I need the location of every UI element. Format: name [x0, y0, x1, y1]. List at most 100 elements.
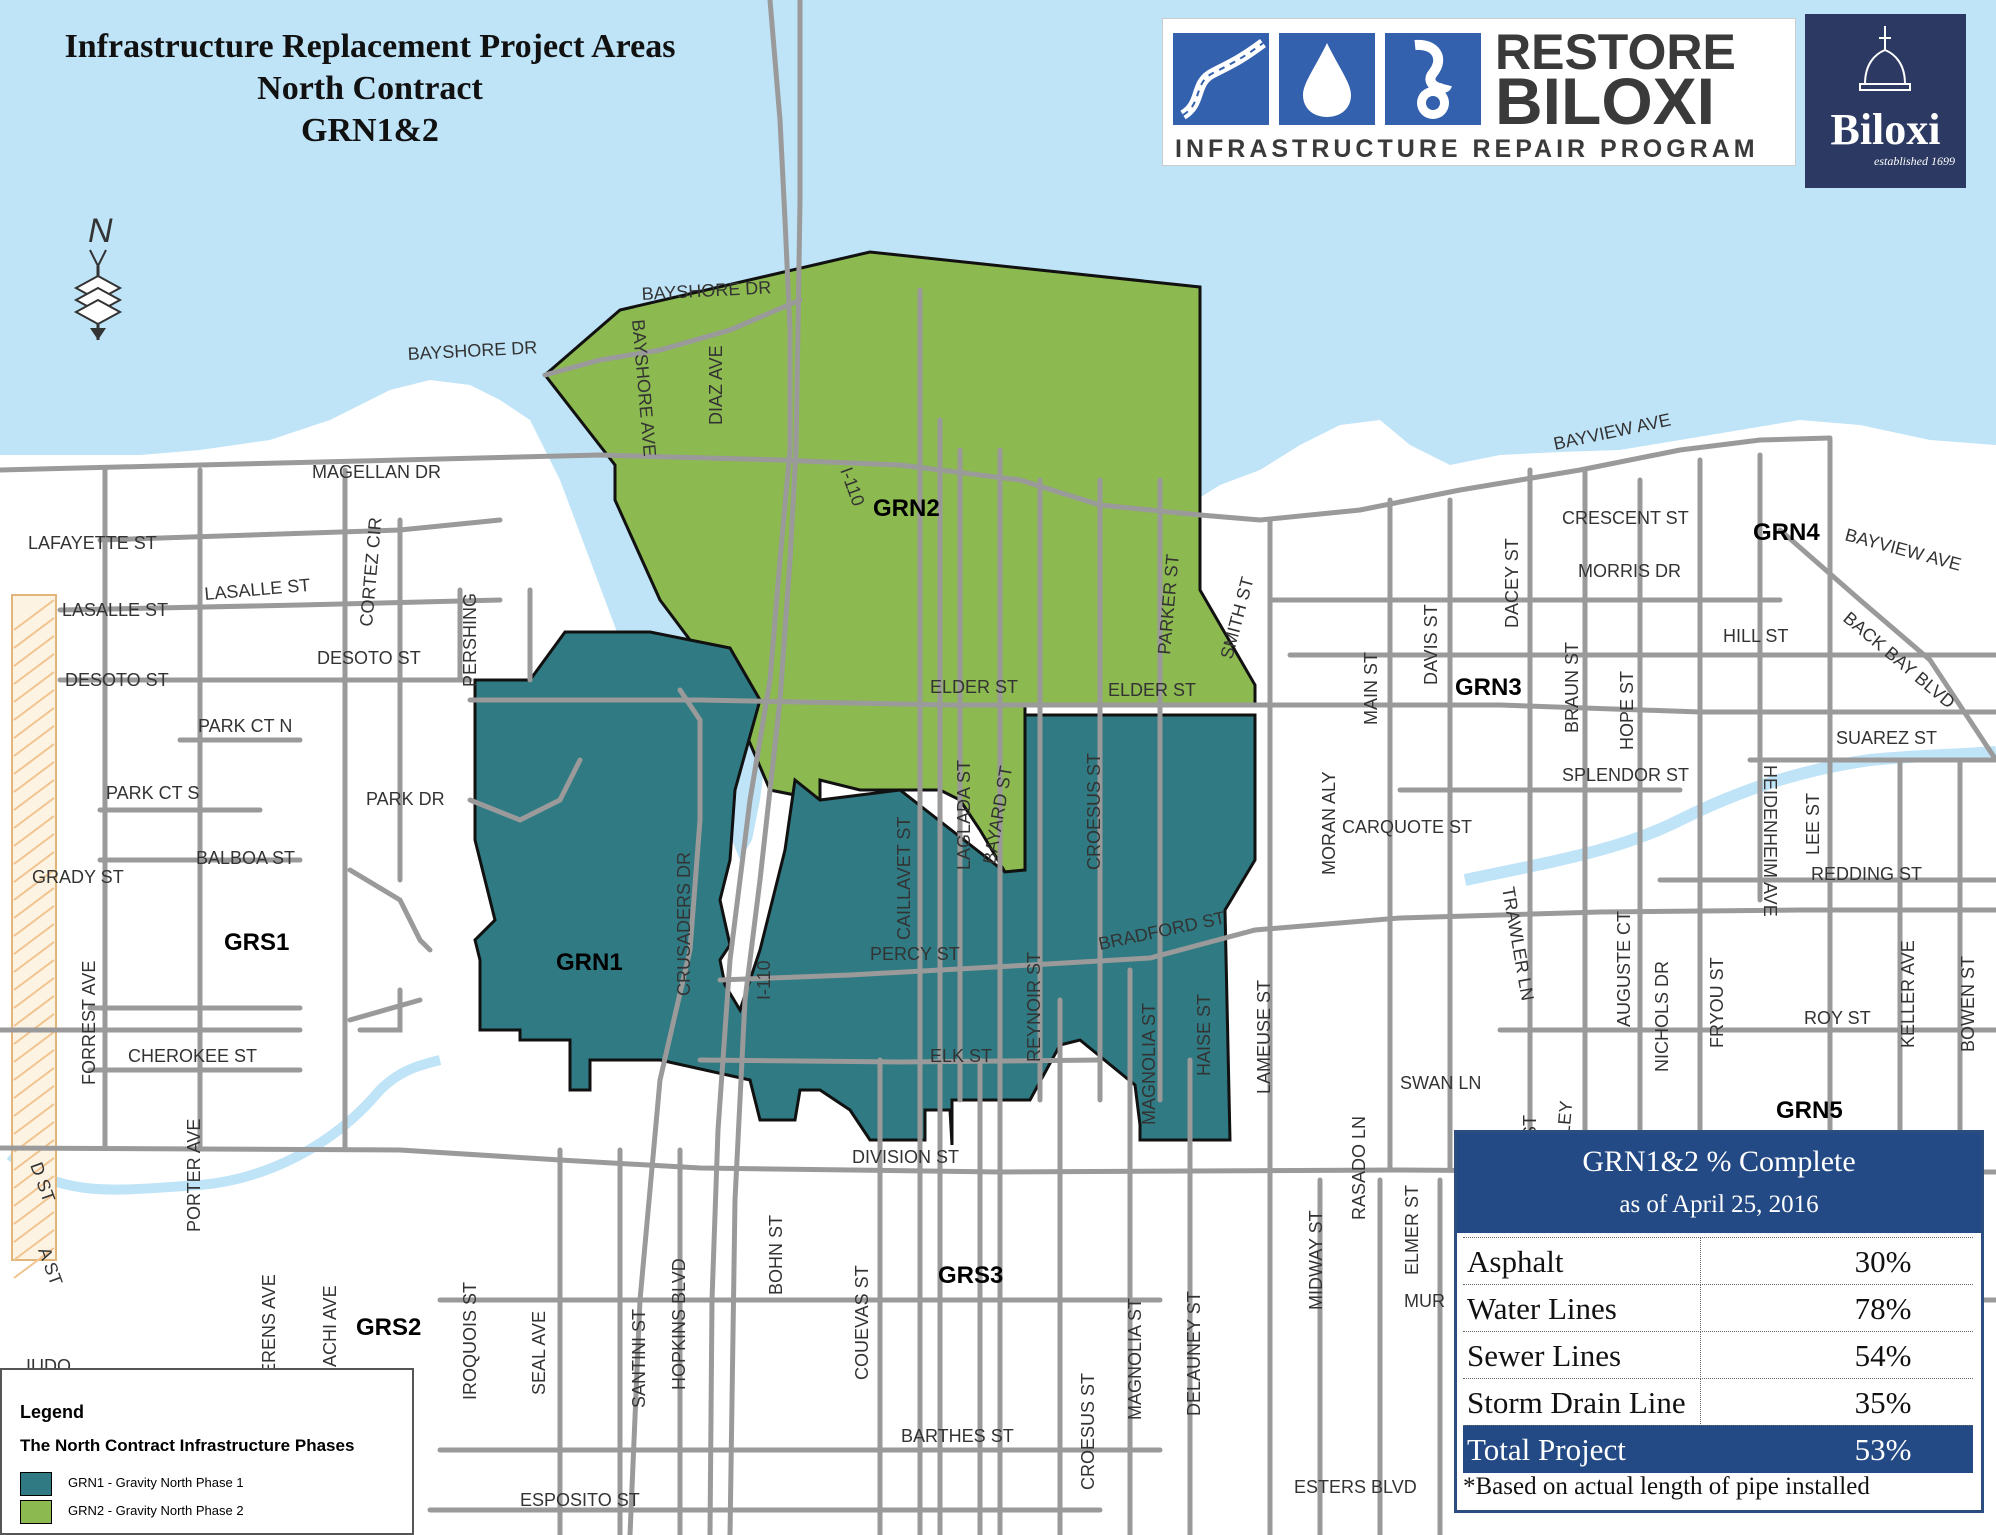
area-label-grs2: GRS2 [356, 1314, 421, 1341]
street-label: DACEY ST [1502, 538, 1522, 628]
street-label: SWAN LN [1400, 1073, 1481, 1093]
north-arrow-label: N [88, 212, 113, 250]
street-label: ELDER ST [930, 677, 1018, 697]
water-drop-icon [1279, 33, 1375, 125]
progress-value: 78% [1854, 1291, 1912, 1326]
street-label: RASADO LN [1349, 1116, 1369, 1220]
progress-label: Water Lines [1467, 1291, 1617, 1326]
street-label: CARQUOTE ST [1342, 817, 1472, 837]
street-label: CROESUS ST [1084, 753, 1104, 870]
street-label: ELDER ST [1108, 680, 1196, 700]
street-label: LAMEUSE ST [1254, 980, 1274, 1094]
street-label: CROESUS ST [1078, 1373, 1098, 1490]
street-label: ROY ST [1804, 1008, 1871, 1028]
street-label: BAYVIEW AVE [1843, 525, 1963, 575]
progress-total-label: Total Project [1467, 1432, 1626, 1467]
street-label: MAIN ST [1361, 652, 1381, 725]
street-label: ESTERS BLVD [1294, 1477, 1417, 1497]
street-label: DELAUNEY ST [1184, 1291, 1204, 1416]
street-label: HILL ST [1723, 626, 1788, 646]
road-segment [97, 517, 503, 543]
road-segment [0, 435, 1833, 523]
area-label-grs1: GRS1 [224, 929, 289, 956]
street-label: DAVIS ST [1421, 604, 1441, 685]
street-label: LASALLE ST [62, 600, 168, 620]
progress-header: GRN1&2 % Complete as of April 25, 2016 [1457, 1133, 1981, 1233]
street-label: SEAL AVE [529, 1311, 549, 1395]
street-label: BRAUN ST [1562, 642, 1582, 733]
progress-value: 30% [1854, 1244, 1912, 1279]
progress-value: 35% [1854, 1385, 1912, 1420]
street-label: HOPE ST [1617, 671, 1637, 750]
area-label-grn3: GRN3 [1455, 674, 1522, 701]
street-label: DIAZ AVE [706, 345, 726, 425]
street-label: MIDWAY ST [1306, 1210, 1326, 1310]
street-label: SUAREZ ST [1836, 728, 1937, 748]
street-label: MAGNOLIA ST [1125, 1298, 1145, 1420]
city-name: Biloxi [1830, 105, 1941, 154]
street-label: ELMER ST [1402, 1185, 1422, 1275]
road-segment [347, 867, 433, 953]
road-segment [717, 907, 1996, 983]
street-label: DIVISION ST [852, 1147, 959, 1167]
street-label: BARTHES ST [901, 1426, 1014, 1446]
street-label: CHEROKEE ST [128, 1046, 257, 1066]
street-label: KELLER AVE [1898, 940, 1918, 1048]
street-label: SPLENDOR ST [1562, 765, 1689, 785]
street-label: NACHI AVE [320, 1285, 340, 1380]
map-title: Infrastructure Replacement Project Areas… [60, 26, 680, 152]
street-label: MORAN ALY [1319, 771, 1339, 875]
road-segment [1777, 527, 1996, 763]
street-label: SMITH ST [1217, 575, 1258, 661]
street-label: AUGUSTE CT [1614, 911, 1634, 1027]
progress-row-sewer: Sewer Lines 54% [1463, 1331, 1973, 1379]
street-label: BOHN ST [766, 1215, 786, 1295]
legend-swatch-grn2 [20, 1500, 52, 1524]
street-label: PORTER AVE [184, 1119, 204, 1232]
street-label: PERSHING [460, 593, 480, 687]
progress-value: 54% [1854, 1338, 1912, 1373]
city-badge: Biloxi established 1699 [1805, 14, 1966, 188]
progress-label: Asphalt [1467, 1244, 1564, 1279]
progress-note: *Based on actual length of pipe installe… [1463, 1473, 1870, 1500]
street-label: LAFAYETTE ST [28, 533, 157, 553]
street-label: HAISE ST [1194, 994, 1214, 1076]
street-label: I-110 [754, 960, 774, 1000]
map-title-line3: GRN1&2 [301, 112, 439, 149]
street-label: PARK DR [366, 789, 445, 809]
street-label: REYNOIR ST [1024, 952, 1044, 1062]
grn2-area[interactable] [542, 250, 1257, 874]
progress-label: Storm Drain Line [1467, 1385, 1686, 1420]
street-label: PERCY ST [870, 944, 960, 964]
area-label-grs3: GRS3 [938, 1262, 1003, 1289]
street-label: ERENS AVE [259, 1274, 279, 1375]
logo-tagline: INFRASTRUCTURE REPAIR PROGRAM [1175, 135, 1759, 163]
logo-word-restore: RESTORE [1495, 24, 1736, 80]
road-segment [707, 0, 793, 1535]
street-label: ELK ST [930, 1046, 992, 1066]
street-label: BOWEN ST [1958, 956, 1978, 1052]
legend-label-grn1: GRN1 - Gravity North Phase 1 [68, 1475, 244, 1490]
area-label-grn1: GRN1 [556, 949, 623, 976]
street-label: BACK BAY BLVD [1839, 608, 1958, 713]
area-label-grn2: GRN2 [873, 495, 940, 522]
road-segment [57, 597, 503, 613]
area-label-grn5: GRN5 [1776, 1097, 1843, 1124]
legend-subtitle: The North Contract Infrastructure Phases [20, 1436, 355, 1455]
street-label: MORRIS DR [1578, 561, 1681, 581]
street-label: SANTINI ST [629, 1309, 649, 1408]
road-segment [467, 757, 583, 823]
progress-row-total: Total Project 53% [1463, 1425, 1973, 1473]
progress-row-water: Water Lines 78% [1463, 1284, 1973, 1332]
street-label: MUR [1404, 1291, 1445, 1311]
city-established: established 1699 [1874, 154, 1955, 168]
street-label: HEIDENHEIM AVE [1760, 765, 1780, 917]
street-label: MAGNOLIA ST [1139, 1003, 1159, 1125]
street-label: MAGELLAN DR [312, 462, 441, 482]
street-label: FORREST AVE [79, 961, 99, 1085]
progress-title: GRN1&2 % Complete [1582, 1145, 1856, 1178]
north-arrow-icon: N [73, 212, 123, 340]
